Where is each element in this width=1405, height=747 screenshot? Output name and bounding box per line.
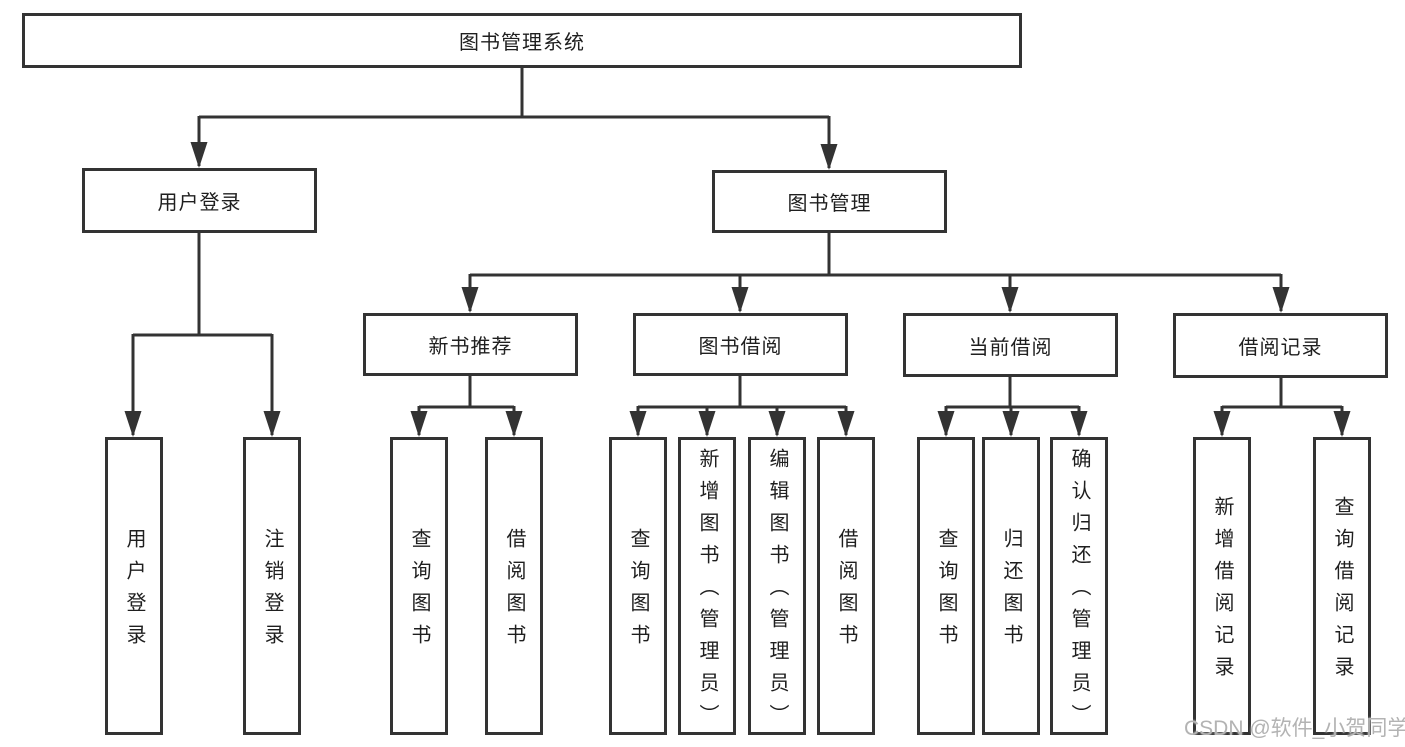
leaf-query-book-recommend: 查询图书: [390, 437, 448, 735]
leaf-query-book-current: 查询图书: [917, 437, 975, 735]
leaf-return-book: 归还图书: [982, 437, 1040, 735]
leaf-add-borrow-record-label: 新增借阅记录: [1211, 496, 1233, 688]
leaf-confirm-return-admin-label: 确认归还（管理员）: [1068, 448, 1090, 736]
leaf-borrow-book-label: 借阅图书: [835, 528, 857, 656]
node-new-book-recommend: 新书推荐: [363, 313, 578, 376]
leaf-query-book-borrow-label: 查询图书: [627, 528, 649, 656]
node-user-login: 用户登录: [82, 168, 317, 233]
node-root: 图书管理系统: [22, 13, 1022, 68]
leaf-add-book-admin: 新增图书（管理员）: [678, 437, 736, 736]
node-book-management-label: 图书管理: [787, 193, 872, 215]
leaf-user-login: 用户登录: [105, 437, 163, 735]
node-borrow-record: 借阅记录: [1173, 313, 1388, 378]
leaf-add-borrow-record: 新增借阅记录: [1193, 437, 1251, 735]
leaf-edit-book-admin-label: 编辑图书（管理员）: [766, 448, 788, 736]
node-user-login-label: 用户登录: [157, 192, 242, 214]
node-current-borrow-label: 当前借阅: [968, 336, 1053, 359]
node-root-label: 图书管理系统: [459, 32, 585, 54]
leaf-query-book-borrow: 查询图书: [609, 437, 667, 735]
node-book-borrow: 图书借阅: [633, 313, 848, 376]
node-book-borrow-label: 图书借阅: [698, 336, 783, 358]
node-current-borrow: 当前借阅: [903, 313, 1118, 377]
leaf-user-login-label: 用户登录: [123, 528, 145, 656]
leaf-query-borrow-record-label: 查询借阅记录: [1331, 496, 1353, 688]
leaf-return-book-label: 归还图书: [1000, 528, 1022, 656]
csdn-watermark: CSDN @软件_小贺同学: [1184, 717, 1405, 740]
node-new-book-recommend-label: 新书推荐: [428, 336, 513, 358]
leaf-query-borrow-record: 查询借阅记录: [1313, 437, 1371, 735]
leaf-borrow-book-recommend: 借阅图书: [485, 437, 543, 735]
leaf-logout-label: 注销登录: [261, 528, 283, 656]
node-book-management: 图书管理: [712, 170, 947, 233]
leaf-logout: 注销登录: [243, 437, 301, 735]
leaf-add-book-admin-label: 新增图书（管理员）: [696, 448, 718, 736]
leaf-edit-book-admin: 编辑图书（管理员）: [748, 437, 806, 736]
leaf-query-book-current-label: 查询图书: [935, 528, 957, 656]
arrowheads: [124, 142, 1351, 437]
leaf-borrow-book: 借阅图书: [817, 437, 875, 735]
leaf-borrow-book-recommend-label: 借阅图书: [503, 528, 525, 656]
leaf-query-book-recommend-label: 查询图书: [408, 528, 430, 656]
leaf-confirm-return-admin: 确认归还（管理员）: [1050, 437, 1108, 736]
node-borrow-record-label: 借阅记录: [1238, 337, 1323, 359]
